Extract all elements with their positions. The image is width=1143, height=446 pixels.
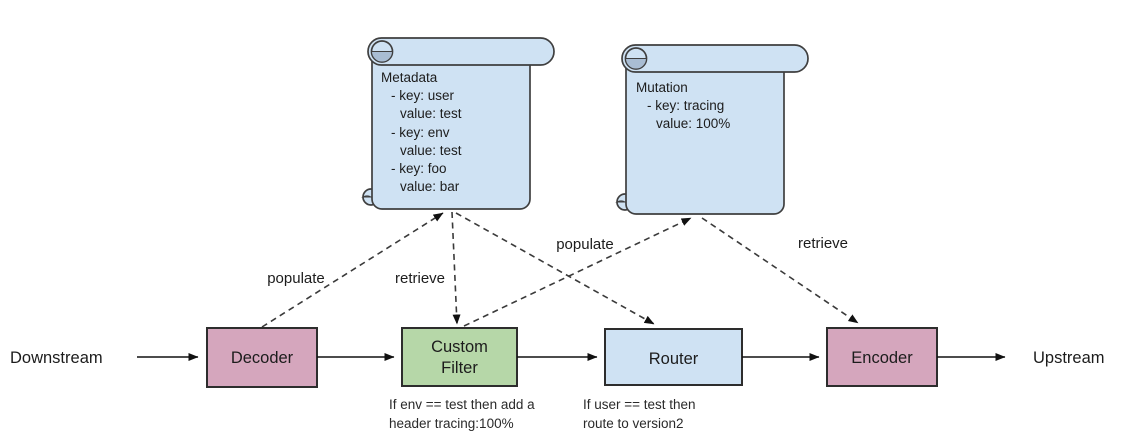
metadata-line: - key: user: [391, 88, 455, 103]
metadata-line: value: test: [400, 106, 462, 121]
custom-filter-caption-line1: If env == test then add a: [389, 397, 535, 412]
node-custom-filter: Custom Filter: [401, 327, 518, 387]
router-caption: If user == test then route to version2: [583, 397, 696, 431]
metadata-roll-curl-shade: [370, 51, 394, 63]
metadata-line: Metadata: [381, 70, 438, 85]
metadata-line: - key: foo: [391, 161, 447, 176]
decoder-label: Decoder: [231, 349, 294, 367]
upstream-label: Upstream: [1033, 349, 1105, 367]
decoder-box: [206, 327, 318, 388]
mutation-line: - key: tracing: [647, 98, 724, 113]
mutation-roll-curl-shade: [624, 58, 648, 70]
node-router: Router: [604, 328, 743, 386]
custom-filter-caption: If env == test then add a header tracing…: [389, 397, 535, 431]
mutation-line: Mutation: [636, 80, 688, 95]
metadata-note-text: Metadata - key: user value: test - key: …: [381, 70, 462, 194]
node-encoder: Encoder: [826, 327, 938, 387]
router-caption-line2: route to version2: [583, 416, 684, 431]
edge-filter-to-mutation: [463, 217, 692, 327]
edge-label-retrieve-filter: retrieve: [395, 270, 445, 287]
encoder-label: Encoder: [851, 349, 913, 367]
metadata-note-body: [371, 53, 531, 210]
router-caption-line1: If user == test then: [583, 397, 696, 412]
edge-metadata-to-router: [455, 212, 655, 325]
mutation-note-body: [625, 60, 785, 215]
custom-filter-caption-line2: header tracing:100%: [389, 416, 514, 431]
edge-metadata-to-filter: [451, 211, 461, 325]
router-box: [604, 328, 743, 386]
mutation-line: value: 100%: [656, 116, 730, 131]
custom-filter-label-line1: Custom: [431, 338, 488, 356]
encoder-box: [826, 327, 938, 387]
edge-label-retrieve-encoder: retrieve: [798, 235, 848, 252]
mutation-note-text: Mutation - key: tracing value: 100%: [636, 80, 730, 131]
metadata-note: Metadata - key: user value: test - key: …: [361, 37, 555, 210]
metadata-line: value: test: [400, 143, 462, 158]
edge-mutation-to-encoder: [701, 217, 859, 324]
edge-label-populate-decoder: populate: [267, 270, 325, 287]
edge-label-populate-filter: populate: [556, 236, 614, 253]
mutation-note-roll: [621, 44, 809, 73]
edge-decoder-to-metadata: [261, 212, 444, 328]
metadata-note-roll: [367, 37, 555, 66]
custom-filter-label-line2: Filter: [441, 359, 478, 377]
router-label: Router: [649, 350, 699, 368]
node-decoder: Decoder: [206, 327, 318, 388]
metadata-line: - key: env: [391, 125, 450, 140]
mutation-note: Mutation - key: tracing value: 100%: [615, 44, 809, 215]
custom-filter-box: [401, 327, 518, 387]
metadata-line: value: bar: [400, 179, 460, 194]
downstream-label: Downstream: [10, 349, 103, 367]
